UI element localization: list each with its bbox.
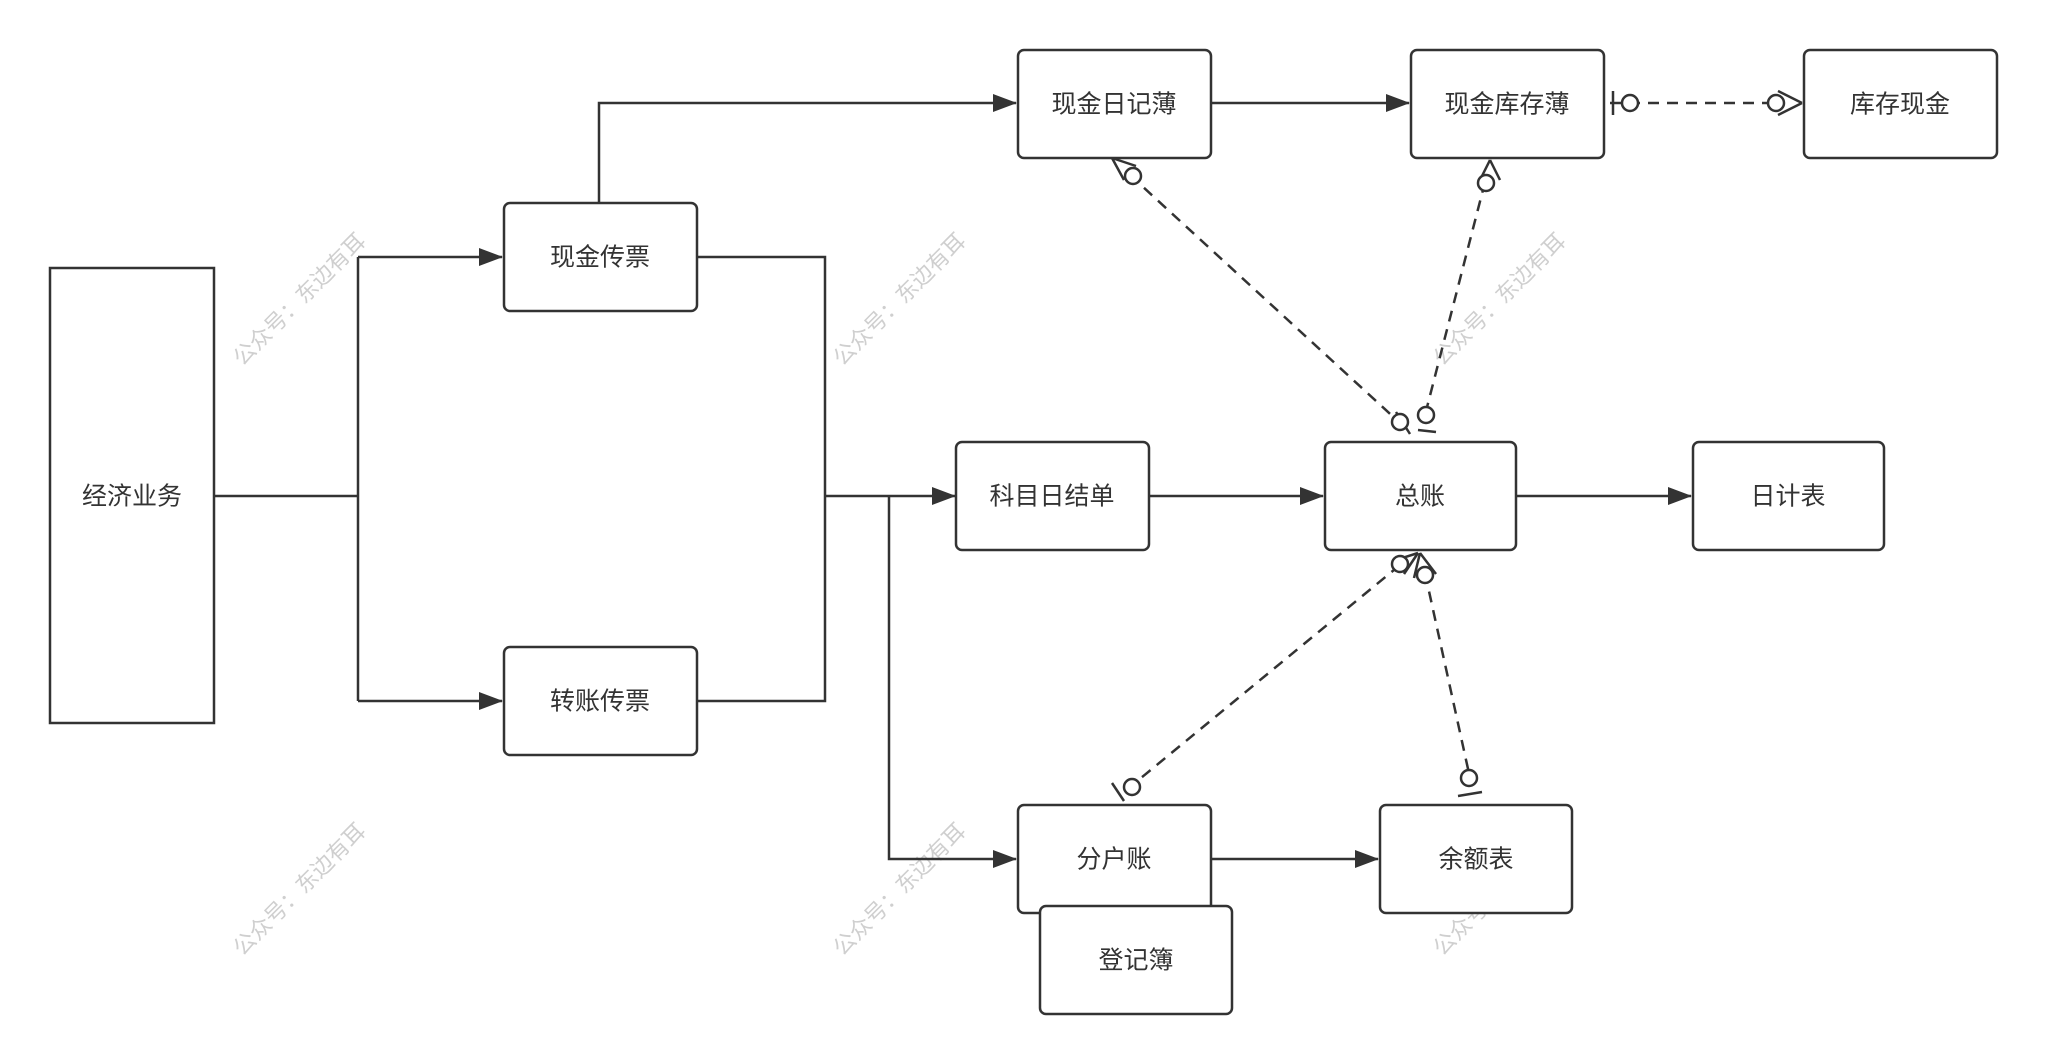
node-label: 现金日记薄 [1051, 90, 1176, 119]
connector-transfer-voucher-merge [697, 496, 827, 703]
cardinality-ledger-bottom-right-marker [1412, 552, 1437, 585]
node-label: 日计表 [1750, 482, 1825, 511]
relation-journal-to-ledger [1129, 174, 1401, 424]
watermark-text: 公众号：东边有耳 [829, 819, 971, 961]
watermark-text: 公众号：东边有耳 [229, 819, 371, 961]
watermark-text: 公众号：东边有耳 [1429, 229, 1571, 371]
node-label: 现金传票 [550, 243, 650, 272]
diagram-nodes: 经济业务 现金传票 转账传票 现金日记薄 现金库存薄 库存现金 [48, 48, 1999, 1016]
node-label: 总账 [1395, 482, 1445, 511]
watermark-text: 公众号：东边有耳 [829, 229, 971, 371]
node-daily-report[interactable]: 日计表 [1691, 440, 1886, 552]
node-label: 现金库存薄 [1444, 90, 1569, 119]
node-cash-journal[interactable]: 现金日记薄 [1016, 48, 1213, 160]
node-label: 科目日结单 [989, 482, 1114, 511]
connector-to-sub-ledger [887, 496, 1017, 868]
cardinality-sub-ledger-marker [1110, 777, 1142, 802]
cardinality-inventory-book-marker [1476, 159, 1502, 193]
watermark-text: 公众号：东边有耳 [229, 229, 371, 371]
node-transfer-voucher[interactable]: 转账传票 [502, 645, 699, 757]
relation-ledger-to-sub-ledger [1129, 564, 1401, 788]
cardinality-balance-marker [1457, 768, 1483, 798]
cardinality-one-only-marker [1611, 91, 1640, 115]
cardinality-ledger-bottom-left-marker [1390, 551, 1420, 575]
node-sub-ledger[interactable]: 分户账 [1016, 803, 1213, 915]
cardinality-ledger-top-left-marker [1390, 411, 1412, 435]
node-label: 转账传票 [550, 687, 650, 716]
node-register-book[interactable]: 登记簿 [1038, 904, 1234, 1016]
relation-ledger-to-balance [1423, 572, 1472, 779]
node-label: 余额表 [1438, 845, 1513, 874]
node-economic-business[interactable]: 经济业务 [48, 266, 216, 725]
cardinality-zero-many-marker [1766, 89, 1803, 117]
node-label: 库存现金 [1850, 90, 1950, 119]
flow-connectors [214, 94, 1692, 868]
relation-inventory-book-to-ledger [1423, 181, 1487, 416]
cardinality-journal-marker [1110, 156, 1143, 186]
watermark-layer: 公众号：东边有耳 公众号：东边有耳 公众号：东边有耳 公众号：东边有耳 公众号：… [229, 229, 1571, 961]
node-inventory-cash[interactable]: 库存现金 [1802, 48, 1999, 160]
node-daily-account-summary[interactable]: 科目日结单 [954, 440, 1151, 552]
node-balance-table[interactable]: 余额表 [1378, 803, 1574, 915]
node-label: 分户账 [1076, 845, 1151, 874]
node-cash-inventory-book[interactable]: 现金库存薄 [1409, 48, 1606, 160]
cardinality-markers [1110, 89, 1803, 802]
connector-cash-voucher-to-journal [597, 94, 1017, 203]
node-cash-voucher[interactable]: 现金传票 [502, 201, 699, 313]
node-label: 登记簿 [1098, 946, 1173, 975]
node-general-ledger[interactable]: 总账 [1323, 440, 1518, 552]
cardinality-ledger-top-right-marker [1416, 405, 1437, 434]
node-label: 经济业务 [82, 482, 182, 511]
connector-cash-voucher-merge [697, 255, 827, 496]
